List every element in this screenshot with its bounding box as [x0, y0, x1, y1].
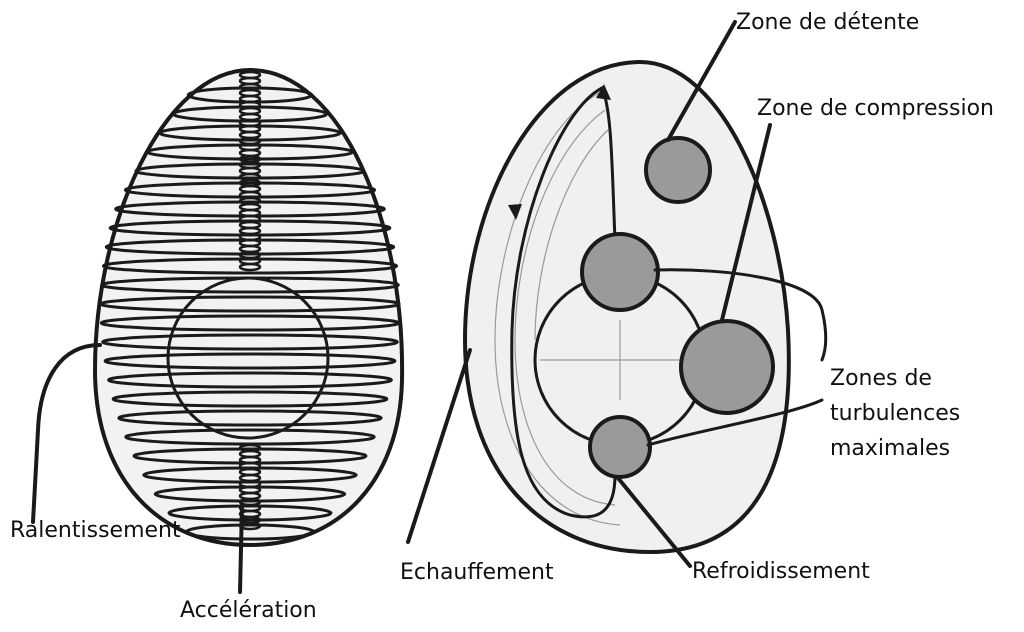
- label-turbulences-1: Zones de: [830, 366, 932, 391]
- turbulence-zone-top: [580, 232, 660, 312]
- spiral-turn: [99, 295, 401, 313]
- detente-pointer: [666, 20, 737, 142]
- ralentissement-pointer: [31, 343, 102, 524]
- spiral-turn: [134, 162, 366, 180]
- spiral-turn: [101, 333, 399, 351]
- spiral-turn: [99, 314, 401, 332]
- label-turbulences-3: maximales: [830, 436, 951, 461]
- label-zone-compression: Zone de compression: [757, 96, 994, 121]
- label-zone-detente: Zone de détente: [736, 10, 920, 35]
- label-ralentissement: Ralentissement: [10, 518, 181, 543]
- turbulences-bracket: [646, 268, 828, 447]
- right-egg: [406, 20, 828, 568]
- left-egg: [31, 67, 405, 594]
- spiral-turn: [103, 352, 397, 370]
- compression-pointer: [720, 123, 772, 322]
- spiral-turn: [117, 409, 383, 427]
- left-inner-sphere: [166, 276, 330, 440]
- flow-loop: [510, 85, 617, 519]
- label-turbulences-2: turbulences: [830, 401, 961, 426]
- detente-zone: [644, 136, 712, 204]
- echauffement-pointer: [406, 348, 472, 544]
- spiral-turn: [111, 390, 389, 408]
- turbulence-zone-bottom: [588, 415, 652, 479]
- refroidissement-pointer: [616, 476, 692, 568]
- label-echauffement: Echauffement: [400, 560, 554, 585]
- coil-turn: [238, 262, 262, 272]
- label-acceleration: Accélération: [180, 598, 317, 623]
- acceleration-pointer: [238, 503, 244, 594]
- label-refroidissement: Refroidissement: [692, 559, 870, 584]
- flow-arrow-top: [596, 84, 611, 100]
- flow-arrow-left: [508, 204, 522, 220]
- compression-zone: [679, 319, 775, 415]
- spiral-turn: [184, 523, 316, 541]
- spiral-turn: [107, 371, 393, 389]
